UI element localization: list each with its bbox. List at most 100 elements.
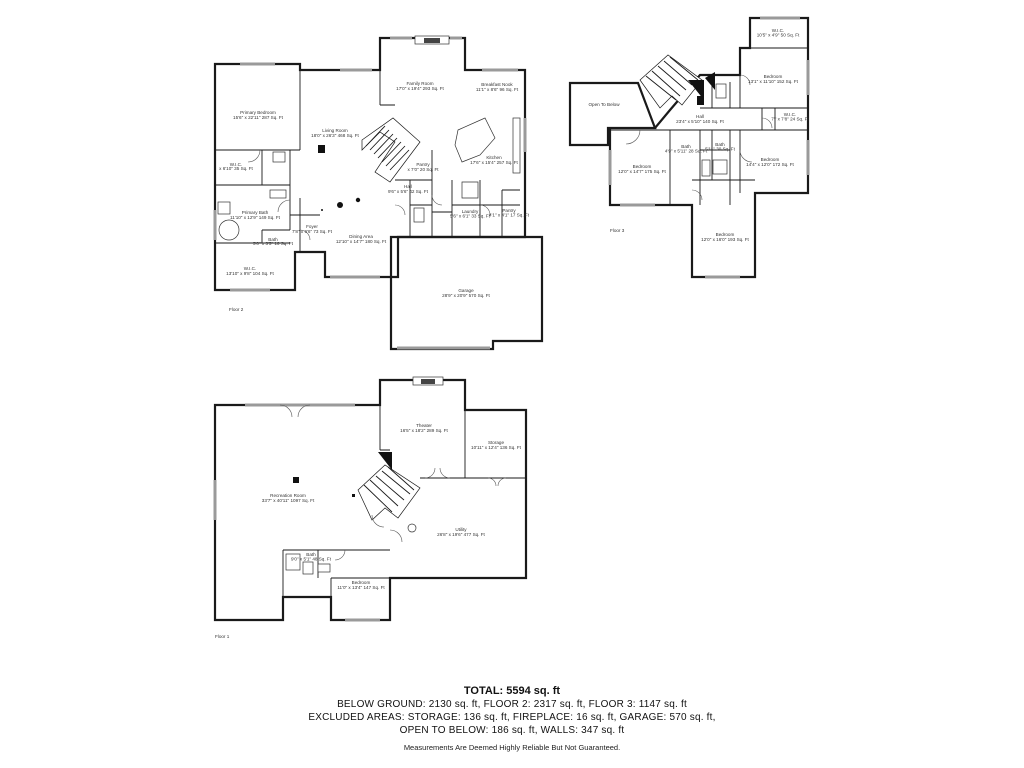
room-name: Pantry [502,208,516,213]
room-name: Living Room [322,128,348,133]
area-summary: TOTAL: 5594 sq. ft BELOW GROUND: 2130 sq… [0,684,1024,752]
room-name: Hall [404,184,412,189]
room-dims: 33'7" x 40'11" 1097 Sq. Ft [262,498,315,503]
light-fixture-marker [355,197,361,203]
shower [217,201,231,215]
room-dims: x 6'10" 35 Sq. Ft [219,166,253,171]
room-dims: 4'1" x 4'1" 17 Sq. Ft [489,213,530,218]
room-dims: 4'9" x 5'11" 28 Sq. Ft [665,149,708,154]
room-dims: 11'10" x 12'9" 149 Sq. Ft [230,215,281,220]
room-name: Dining Area [349,234,373,239]
vanity [701,159,711,177]
toilet [272,151,286,163]
floor-label: Floor 1 [215,634,230,639]
room-name: Utility [455,527,467,532]
room-name: Bedroom [716,232,735,237]
open-to-below-wall [568,81,657,147]
room-name: Kitchen [486,155,502,160]
kitchen-range [461,181,479,199]
kitchen-counter [512,117,521,174]
fireplace-hearth [424,38,440,43]
room-dims: 13'10" x 9'8" 104 Sq. Ft [226,271,274,276]
room-name: W.I.C. [772,28,785,33]
room-name: Pantry [416,162,430,167]
floor-2-stairs [361,117,421,183]
room-dims: 7'" x 7'8" 24 Sq. Ft [771,117,809,122]
bathtub [218,219,240,241]
room-name: Bath [681,144,691,149]
room-dims: 12'0" x 16'0" 193 Sq. Ft [701,237,749,242]
total-area: TOTAL: 5594 sq. ft [463,685,561,697]
floor-2-interior-walls [215,64,520,252]
room-dims: 5'0" x 3'5" 16 Sq. Ft [253,241,294,246]
room-dims: 11'0" x 13'4" 147 Sq. Ft [337,585,385,590]
room-name: Garage [458,288,474,293]
toilet [715,83,727,99]
floor-3-windows [608,16,810,279]
room-dims: x 7'0" 20 Sq. Ft [407,167,439,172]
shower [712,159,728,175]
room-name: Bath [268,237,278,242]
floor-3-doors [625,74,773,201]
floor-label: Floor 3 [610,228,625,233]
floor-2-windows [213,36,527,292]
excluded-areas-continued: OPEN TO BELOW: 186 sq. ft, WALLS: 347 sq… [399,725,625,736]
room-name: Bedroom [633,164,652,169]
garage-wall [389,235,544,351]
column-marker [318,145,325,153]
room-dims: 14'4" x 12'0" 172 Sq. Ft [746,162,794,167]
shower [285,553,301,571]
room-dims: 5'6" x 6'1" 33 Sq. Ft [450,214,491,219]
room-name: Bath [306,552,316,557]
room-name: W.I.C. [784,112,797,117]
room-dims: 23'4" x 5'10" 140 Sq. Ft [676,119,724,124]
room-name: Bath [715,142,725,147]
room-name: Laundry [462,209,479,214]
open-to-below-label: Open To Below [588,102,620,107]
floor-3-interior-walls [610,47,808,205]
room-name: Storage [488,440,505,445]
room-dims: 17'6" x 15'4" 257 Sq. Ft [470,160,518,165]
water-heater [407,523,417,533]
room-dims: 17'0" x 19'4" 293 Sq. Ft [396,86,444,91]
room-dims: 11'1" x 8'6" 96 Sq. Ft [476,87,519,92]
excluded-areas: EXCLUDED AREAS: STORAGE: 136 sq. ft, FIR… [308,712,716,723]
svg-text:W.I.C.13'10" x 9'8" 104 Sq. Ft: W.I.C.13'10" x 9'8" 104 Sq. Ft [226,266,274,276]
room-name: W.I.C. [244,266,257,271]
svg-text:W.I.C.x 6'10" 35 Sq. Ft: W.I.C.x 6'10" 35 Sq. Ft [219,162,253,171]
powder-room-toilet [413,207,425,223]
room-dims: 9'0" x 5'1" 48 Sq. Ft [291,557,332,562]
room-name: Recreation Room [270,493,306,498]
vanity [317,563,331,573]
room-name: Hall [696,114,704,119]
floor-3-labels: Open To Below W.I.C.10'5" x 4'9" 50 Sq. … [588,28,809,242]
room-dims: 15'6" x 22'11" 287 Sq. Ft [233,115,284,120]
room-name: Primary Bath [242,210,269,215]
toilet [302,561,314,575]
